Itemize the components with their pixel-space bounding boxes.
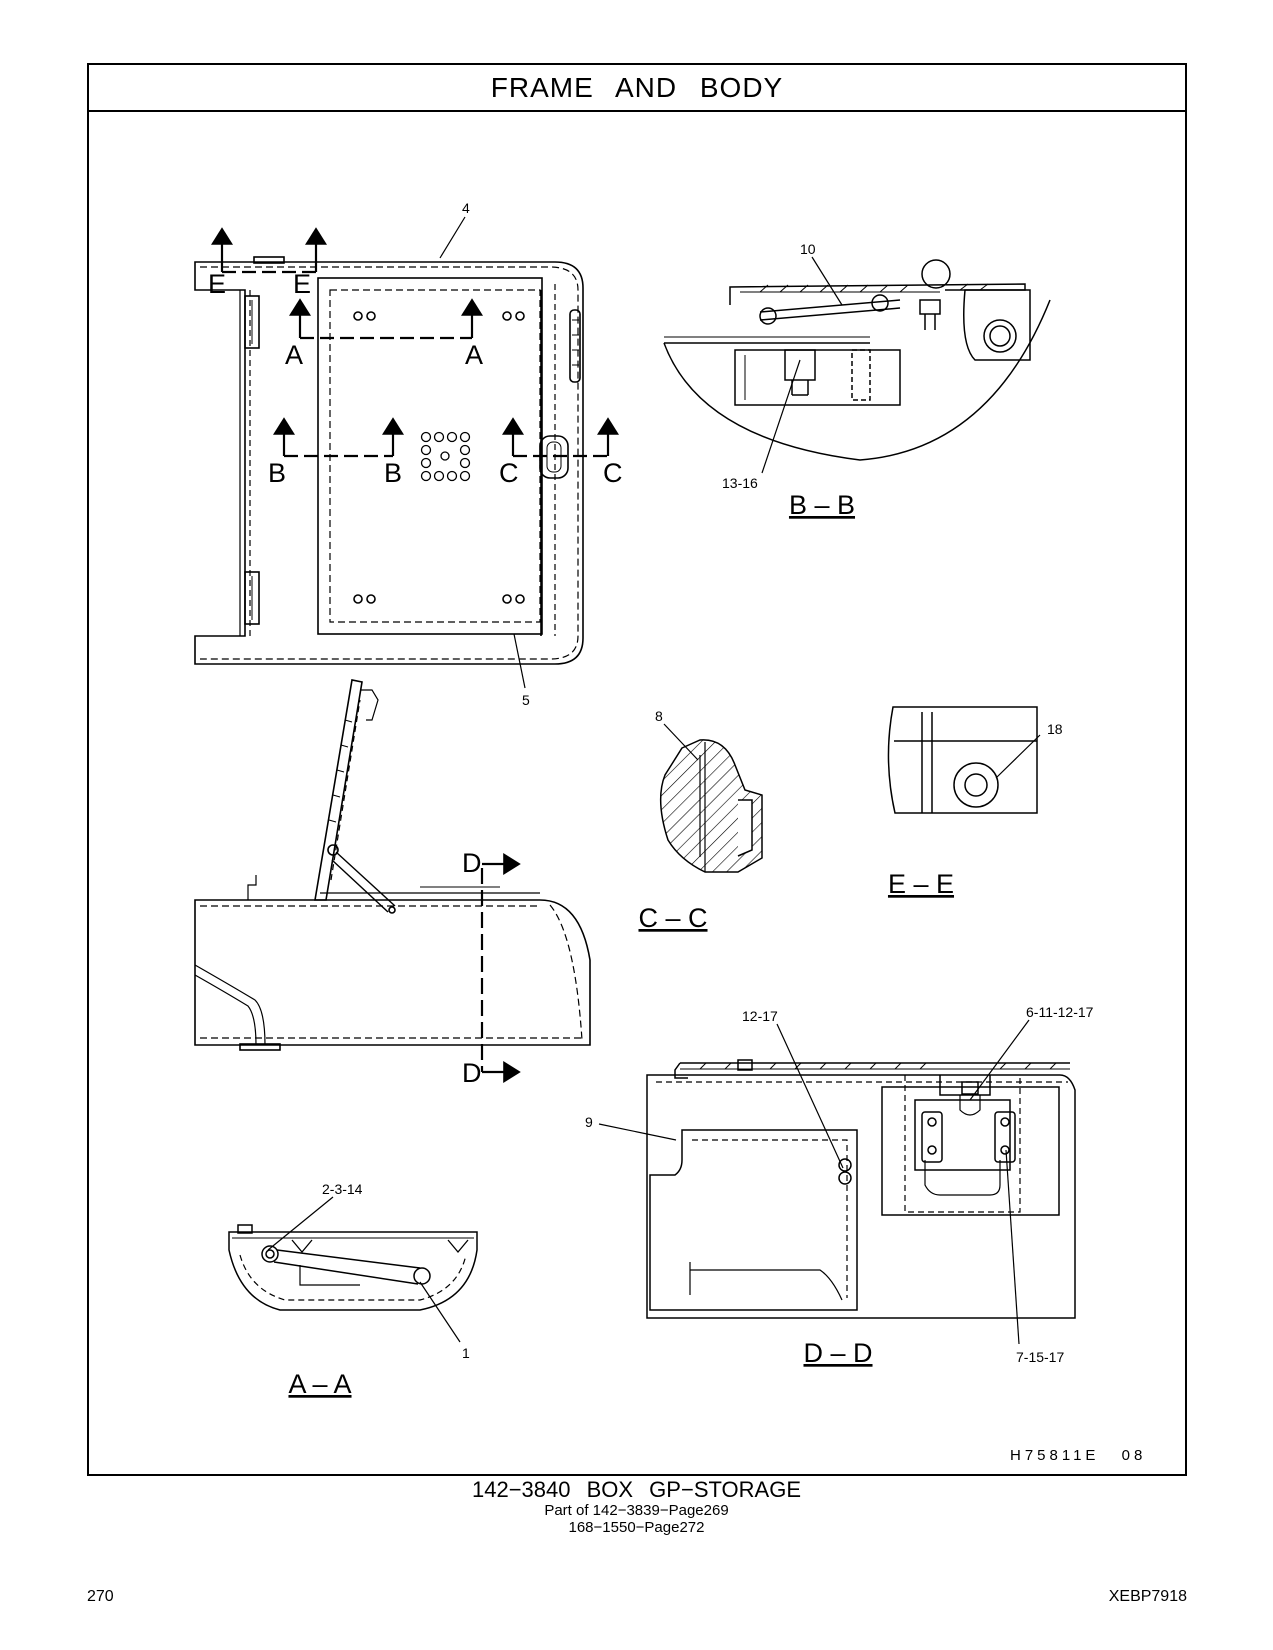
section-bb-view [663,259,1051,461]
callout-12-17: 12-17 [742,1008,778,1024]
callout-2-3-14: 2-3-14 [322,1181,363,1197]
callout-13-16: 13-16 [722,475,758,491]
side-view-lid-hatch [328,719,353,823]
callout-4: 4 [462,200,470,216]
section-marker-c-right: C [603,458,623,488]
caption-sub-1: Part of 142−3839−Page269 [544,1502,729,1519]
section-marker-e-left: E [208,269,226,299]
section-marker-e-right: E [293,269,311,299]
section-marker-b-left: B [268,458,286,488]
section-cc-view [659,739,763,873]
section-title-bb: B – B [789,490,855,520]
page-title: FRAME AND BODY [89,65,1185,112]
section-marker-d-top: D [462,848,482,878]
section-marker-d-bottom: D [462,1058,482,1088]
section-title-ee: E – E [888,869,954,899]
section-title-dd: D – D [803,1338,872,1368]
callout-8-leader [663,723,699,761]
section-marker-a-left: A [285,340,303,370]
callout-7-15-17: 7-15-17 [1016,1349,1064,1365]
side-view [194,679,591,1051]
page-number: 270 [87,1588,114,1605]
section-aa-view [228,1224,478,1311]
callout-5: 5 [522,692,530,708]
document-code: XEBP7918 [1108,1588,1187,1605]
section-marker-a-right: A [465,340,483,370]
section-ee-view [887,706,1038,814]
callout-8: 8 [655,708,663,724]
callout-1: 1 [462,1345,470,1361]
section-markers: E E A A B B C C [208,269,623,488]
section-aa-leaders [267,1196,461,1343]
section-bb-hatch [759,283,989,293]
callout-6-11-12-17: 6-11-12-17 [1026,1004,1094,1020]
section-title-aa: A – A [288,1369,351,1399]
drawing-id: H75811E 08 [1010,1447,1147,1464]
section-dd-leaders [598,1019,1030,1345]
section-marker-b-right: B [384,458,402,488]
section-title-cc: C – C [638,903,707,933]
caption-sub-2: 168−1550−Page272 [568,1519,705,1536]
section-bb-leaders [761,256,843,474]
section-dd-hatch [699,1062,1057,1070]
section-dd-view [646,1059,1076,1319]
section-cut-lines [211,227,619,458]
section-cut-dd [480,853,521,1083]
callout-18-leader [995,734,1041,779]
top-view-callouts [439,216,526,689]
caption: 142−3840 BOX GP−STORAGE Part of 142−3839… [0,1477,1273,1537]
section-marker-c-left: C [499,458,519,488]
callout-18: 18 [1047,721,1063,737]
drawing-frame: FRAME AND BODY [87,63,1187,1476]
callout-9: 9 [585,1114,593,1130]
callout-10: 10 [800,241,816,257]
caption-main: 142−3840 BOX GP−STORAGE [472,1477,801,1502]
